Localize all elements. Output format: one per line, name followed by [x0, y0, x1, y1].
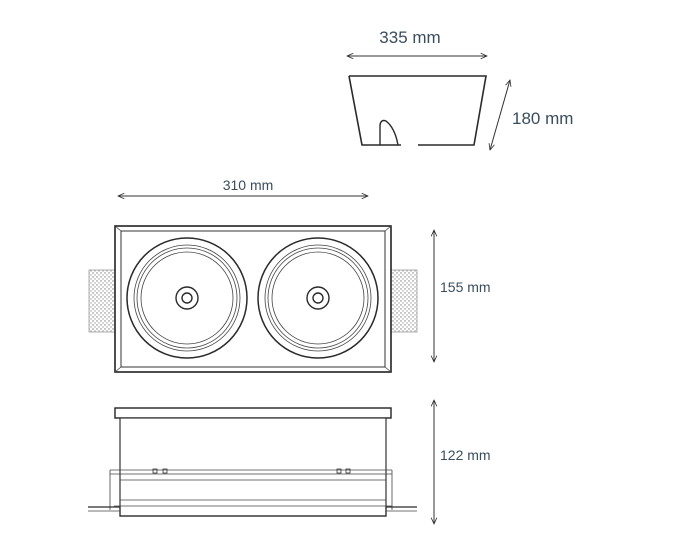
profile-view: 335 mm 180 mm [347, 28, 573, 150]
left-lamp-ring [126, 237, 248, 359]
profile-body [348, 75, 487, 146]
side-clip-right [336, 468, 342, 474]
side-mounting-flange [88, 506, 417, 517]
profile-width-label: 335 mm [379, 28, 440, 47]
side-height-label: 122 mm [440, 447, 491, 463]
plan-inner-frame [120, 230, 386, 368]
side-clip-left [152, 468, 158, 474]
right-lamp-ring [257, 237, 379, 359]
profile-height-dimension-line [490, 80, 510, 150]
plan-width-label: 310 mm [223, 177, 274, 193]
plan-outer-frame [114, 225, 392, 373]
right-mounting-tab [388, 269, 418, 333]
side-body [119, 417, 387, 517]
plan-height-label: 155 mm [440, 279, 491, 295]
plan-view: 310 mm 155 mm [88, 177, 491, 373]
side-view: 122 mm [88, 400, 491, 524]
profile-clip [379, 119, 399, 146]
profile-height-label: 180 mm [512, 109, 573, 128]
side-top-lip [114, 407, 392, 419]
left-mounting-tab [88, 269, 118, 333]
